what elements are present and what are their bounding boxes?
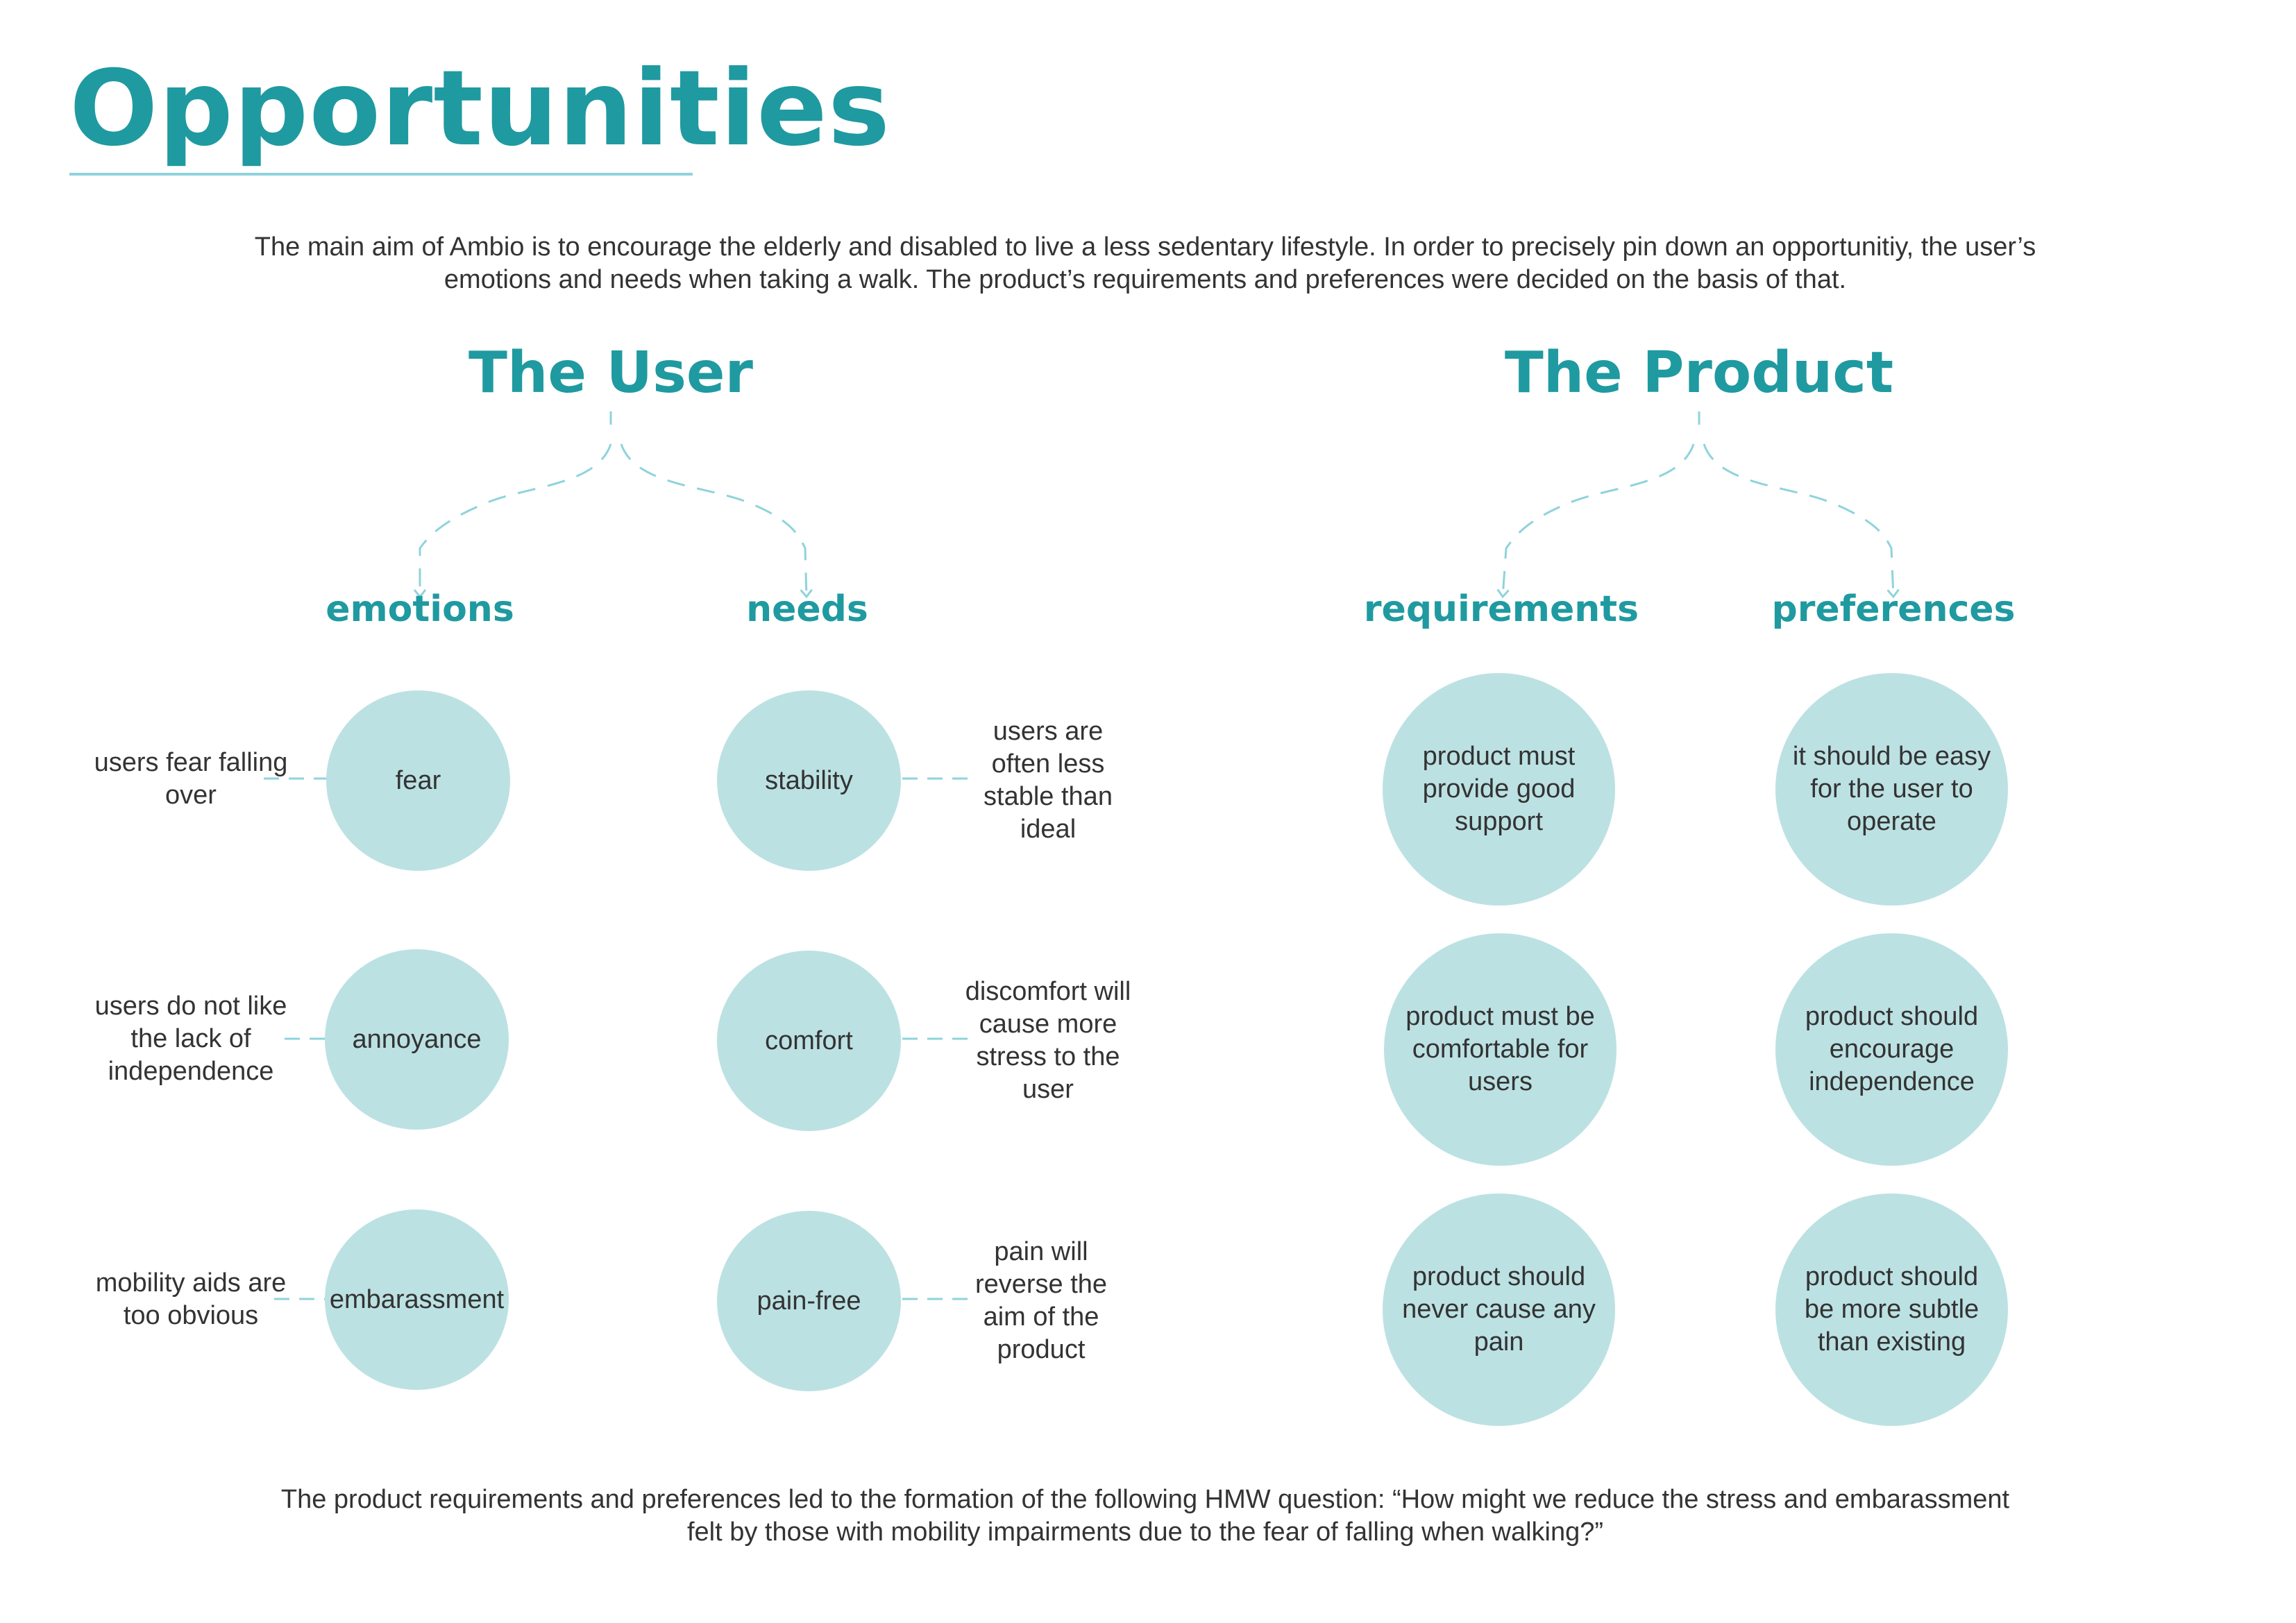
requirement-comfortable-label: product must be comfortable for users bbox=[1406, 1002, 1595, 1096]
preference-independence-label: product should encourage independence bbox=[1805, 1002, 1979, 1096]
requirement-support-label: product must provide good support bbox=[1422, 742, 1576, 836]
preferences-heading: preferences bbox=[1771, 588, 2016, 630]
requirement-no-pain-circle: product should never cause any pain bbox=[1383, 1193, 1615, 1426]
emotion-fear-circle: fear bbox=[326, 690, 510, 871]
need-stability-circle: stability bbox=[717, 690, 901, 871]
emotion-embarassment-label: embarassment bbox=[329, 1284, 505, 1314]
title-underline bbox=[69, 173, 693, 176]
emotion-fear-label: fear bbox=[395, 765, 441, 795]
emotion-embarassment-circle: embarassment bbox=[325, 1209, 509, 1390]
preference-easy-operate-label: it should be easy for the user to operat… bbox=[1792, 742, 1991, 836]
need-comfort-label: comfort bbox=[765, 1026, 853, 1055]
emotion-embarassment-note: mobility aids are too obvious bbox=[95, 1268, 287, 1330]
emotion-annoyance-circle: annoyance bbox=[325, 949, 509, 1130]
user-heading: The User bbox=[469, 340, 753, 406]
emotions-heading: emotions bbox=[326, 588, 514, 630]
product-heading: The Product bbox=[1504, 340, 1894, 406]
intro-paragraph: The main aim of Ambio is to encourage th… bbox=[254, 232, 2036, 294]
needs-heading: needs bbox=[746, 588, 868, 630]
requirement-no-pain-label: product should never cause any pain bbox=[1402, 1262, 1596, 1357]
need-stability-label: stability bbox=[765, 765, 853, 795]
emotion-annoyance-note: users do not like the lack of independen… bbox=[94, 992, 287, 1086]
preference-subtle-label: product should be more subtle than exist… bbox=[1804, 1262, 1980, 1357]
preference-independence-circle: product should encourage independence bbox=[1775, 933, 2008, 1166]
preference-subtle-circle: product should be more subtle than exist… bbox=[1775, 1193, 2008, 1426]
footer-hmw-paragraph: The product requirements and preferences… bbox=[280, 1485, 2010, 1547]
need-pain-free-note: pain will reverse the aim of the product bbox=[974, 1237, 1108, 1364]
need-comfort-circle: comfort bbox=[717, 951, 901, 1131]
requirements-heading: requirements bbox=[1363, 588, 1639, 630]
requirement-comfortable-circle: product must be comfortable for users bbox=[1384, 933, 1617, 1166]
preference-easy-operate-circle: it should be easy for the user to operat… bbox=[1775, 673, 2008, 906]
product-to-requirements-arrow bbox=[1496, 443, 1695, 599]
emotion-fear-note: users fear falling over bbox=[94, 747, 288, 810]
user-to-needs-arrow bbox=[620, 443, 813, 599]
need-stability-note: users are often less stable than ideal bbox=[984, 717, 1113, 844]
need-pain-free-circle: pain-free bbox=[717, 1211, 901, 1391]
requirement-support-circle: product must provide good support bbox=[1383, 673, 1615, 906]
need-pain-free-label: pain-free bbox=[757, 1286, 861, 1316]
product-to-preferences-arrow bbox=[1703, 443, 1900, 599]
need-comfort-note: discomfort will cause more stress to the… bbox=[965, 977, 1131, 1104]
user-to-emotions-arrow bbox=[413, 443, 612, 599]
emotion-annoyance-label: annoyance bbox=[352, 1024, 482, 1054]
page-title: Opportunities bbox=[69, 49, 891, 169]
